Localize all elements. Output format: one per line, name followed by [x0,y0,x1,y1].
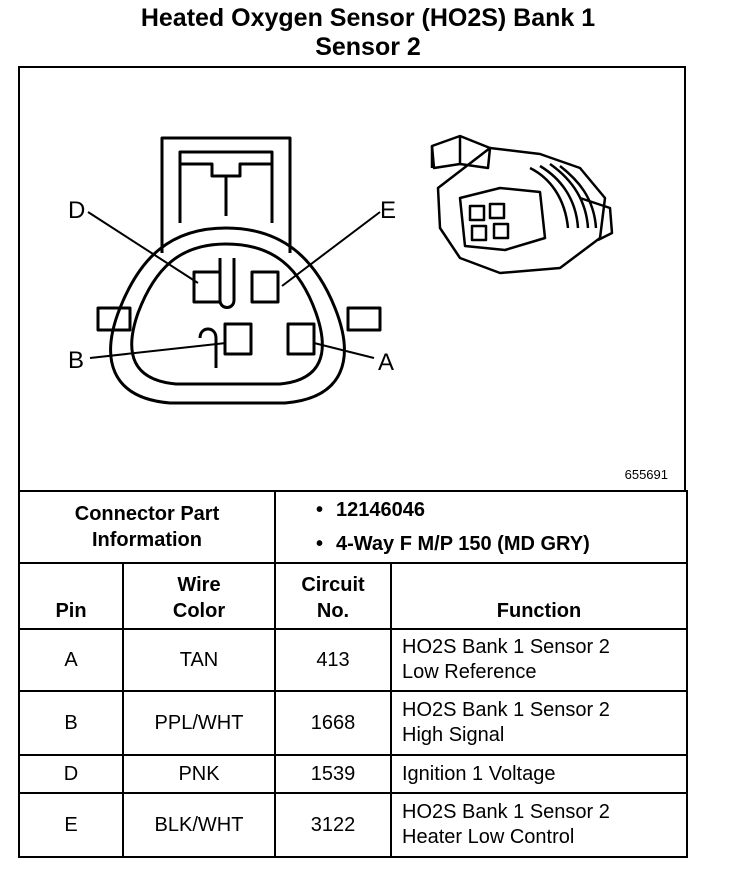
pin-cell: B [18,690,124,756]
connector-description: •4-Way F M/P 150 (MD GRY) [316,533,590,555]
pin-cell: E [18,792,124,858]
leader-b [89,342,227,359]
connector-info-label: Connector Part Information [18,490,276,564]
pin-cell: D [18,754,124,794]
inner-shell [130,242,324,386]
function-cell: Ignition 1 Voltage [390,754,688,794]
cavity-e [250,270,280,304]
leader-a [313,342,375,359]
header-function: Function [390,562,688,630]
label-d: D [68,197,85,224]
circuit-cell: 413 [274,628,392,692]
connector-3d-view [430,134,614,275]
latch-t [180,162,272,216]
wire-cell: PPL/WHT [122,690,276,756]
connector-diagram: D E B A 655691 [18,66,686,492]
label-a: A [378,349,394,376]
wire-cell: BLK/WHT [122,792,276,858]
leader-e [281,211,381,287]
pinout-table: Connector Part Information •12146046 •4-… [18,490,688,858]
title-line-2: Sensor 2 [315,33,421,61]
latch-housing [160,136,292,253]
connector-face-drawing: D E B A [68,134,614,405]
circuit-cell: 1668 [274,690,392,756]
circuit-cell: 1539 [274,754,392,794]
header-pin: Pin [18,562,124,630]
wire-cell: TAN [122,628,276,692]
connector-info-row: Connector Part Information •12146046 •4-… [18,490,688,564]
center-key [218,258,236,309]
circuit-cell: 3122 [274,792,392,858]
connector-part-number: •12146046 [316,499,425,521]
table-row: D PNK 1539 Ignition 1 Voltage [18,754,688,794]
cavity-b [223,322,253,356]
cavity-a [286,322,316,356]
figure-id: 655691 [624,467,668,482]
outer-shell [109,226,346,405]
pin-cell: A [18,628,124,692]
label-e: E [380,197,396,224]
lower-key [198,327,218,368]
cavity-d [192,270,222,304]
title-line-1: Heated Oxygen Sensor (HO2S) Bank 1 [140,4,596,32]
label-b: B [68,347,84,374]
leader-d [87,211,199,284]
connector-info-values: •12146046 •4-Way F M/P 150 (MD GRY) [274,490,688,564]
page-title: Heated Oxygen Sensor (HO2S) Bank 1 Senso… [0,4,736,62]
latch-inner [178,150,274,223]
right-tab [346,306,382,332]
wire-cell: PNK [122,754,276,794]
